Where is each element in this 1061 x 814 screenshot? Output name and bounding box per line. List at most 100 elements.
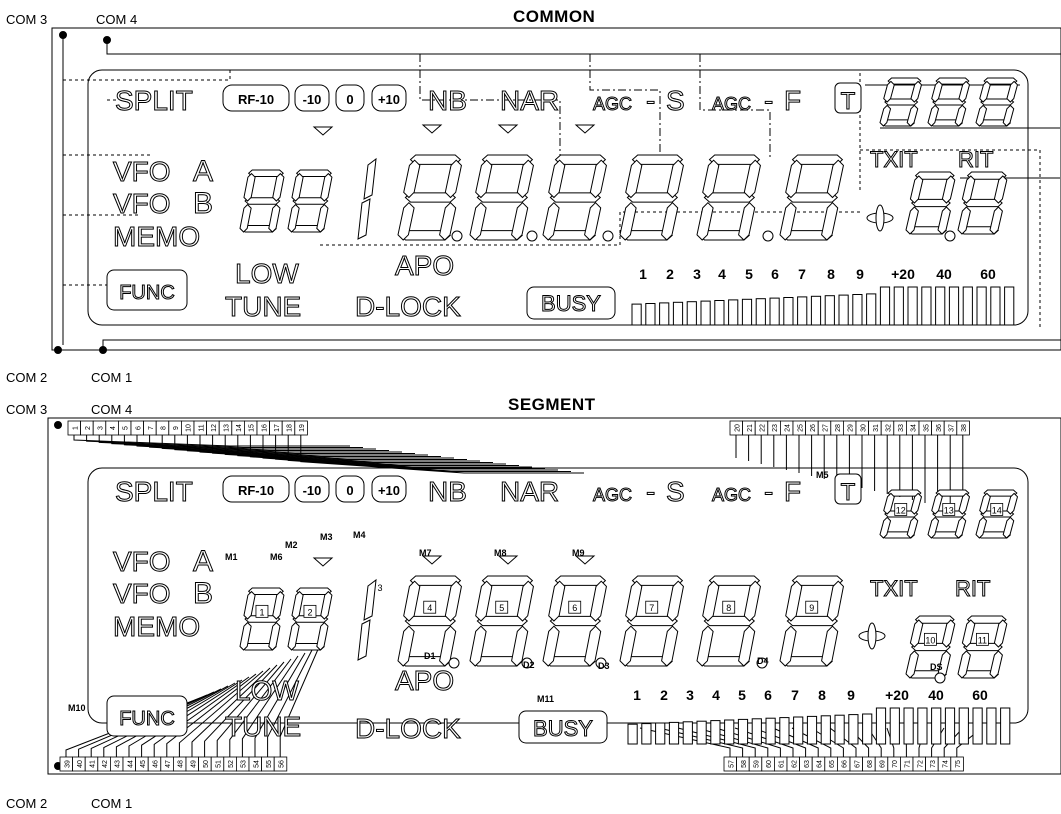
pin-bottom-label-47: 47 bbox=[165, 760, 172, 768]
pin-top-label-38: 38 bbox=[961, 424, 968, 432]
segment-com1-label: COM 1 bbox=[91, 796, 133, 811]
common-com4-bus bbox=[106, 40, 1061, 55]
common-rf-button-label-0: RF-10 bbox=[238, 92, 274, 107]
segment-meter-bar-18 bbox=[862, 713, 873, 745]
common-agc-f-dash: - bbox=[764, 85, 773, 116]
common-meter-bar-23 bbox=[935, 286, 946, 326]
segment-main-digit-5-seg-3 bbox=[702, 580, 720, 622]
segment-meter-scale-11: 60 bbox=[972, 687, 988, 703]
segment-busy-label: BUSY bbox=[533, 716, 593, 741]
common-small-digit-2-seg-5 bbox=[287, 203, 300, 233]
pin-top-label-24: 24 bbox=[785, 424, 792, 432]
marker-m3: M3 bbox=[320, 532, 333, 542]
common-small-digit-2-seg-6 bbox=[316, 203, 329, 233]
marker-m9: M9 bbox=[572, 548, 585, 558]
segment-com2-label: COM 2 bbox=[6, 796, 48, 811]
common-decimal-point-4 bbox=[762, 230, 774, 242]
common-meter-bar-14 bbox=[810, 295, 822, 326]
segment-small-digit-1: 1 bbox=[239, 587, 285, 651]
common-indicator-triangle-1 bbox=[312, 126, 334, 136]
pin-bottom-label-67: 67 bbox=[854, 760, 861, 768]
segment-meter-bar-5 bbox=[682, 721, 693, 745]
common-agc-f-suffix: F bbox=[784, 85, 801, 116]
pin-top-label-11: 11 bbox=[198, 424, 205, 431]
pin-top-label-6: 6 bbox=[135, 426, 142, 430]
common-busy-box bbox=[526, 286, 616, 320]
common-main-digit-1-seg-5 bbox=[397, 201, 415, 241]
common-small-digit-2-seg-4 bbox=[320, 172, 333, 202]
segment-txit-label: TXIT bbox=[870, 576, 918, 601]
common-meter-bar-17 bbox=[852, 294, 863, 326]
common-vfo-a-prefix: VFO bbox=[113, 156, 171, 187]
segment-main-digit-2: 5 bbox=[469, 575, 534, 667]
segment-main-digit-3-seg-5 bbox=[542, 625, 560, 667]
pin-top-label-19: 19 bbox=[299, 424, 306, 432]
segment-indicator-triangle-3 bbox=[497, 555, 519, 565]
common-meter-scale-3: 4 bbox=[718, 266, 726, 282]
segment-meter-bar-4 bbox=[668, 721, 680, 745]
segment-meter-bar-23 bbox=[931, 707, 942, 745]
segment-main-digit-5-seg-5 bbox=[696, 625, 714, 667]
segment-agc-s-dash: - bbox=[646, 476, 655, 507]
pin-top-label-34: 34 bbox=[911, 424, 918, 432]
segment-main-digit-1: 4 bbox=[397, 575, 462, 667]
segment-rit-digit-1-seg-3 bbox=[909, 619, 924, 648]
trace-top-left-3 bbox=[98, 435, 376, 450]
trace-top-left-19 bbox=[300, 435, 584, 474]
common-low-label: LOW bbox=[235, 258, 299, 289]
common-meter-bar-18 bbox=[866, 293, 877, 326]
common-nb-label: NB bbox=[428, 85, 467, 116]
pin-bottom-label-51: 51 bbox=[216, 760, 223, 768]
pin-bottom-label-49: 49 bbox=[190, 760, 197, 768]
trace-bottom-left-54 bbox=[254, 652, 306, 757]
segment-main-digit-1-seg-3 bbox=[403, 580, 421, 622]
segment-meter-scale-8: 9 bbox=[847, 687, 855, 703]
segment-rf-button-0 bbox=[222, 475, 290, 503]
segment-meter-scale-7: 8 bbox=[818, 687, 826, 703]
segment-rit-digit-1-seg-4 bbox=[941, 619, 956, 648]
segment-top-digit-3-seg-6 bbox=[1002, 516, 1015, 539]
common-main-digit-1-seg-3 bbox=[403, 159, 421, 199]
common-t-label: T bbox=[841, 88, 856, 115]
segment-meter-bar-22 bbox=[917, 707, 928, 745]
segment-main-digit-3-id: 6 bbox=[572, 603, 577, 613]
common-agc-s-prefix: AGC bbox=[593, 94, 632, 114]
pin-top-label-5: 5 bbox=[123, 426, 130, 430]
segment-small-digit-1-seg-6 bbox=[268, 621, 281, 651]
common-main-digit-4-seg-4 bbox=[666, 159, 684, 199]
common-meter-bar-19 bbox=[879, 286, 891, 326]
trace-bottom-left-44 bbox=[128, 682, 236, 757]
common-rit-digit-2-seg-6 bbox=[989, 206, 1003, 235]
segment-meter-bar-13 bbox=[793, 716, 804, 745]
trace-bottom-left-52 bbox=[229, 658, 292, 757]
common-nar-label: NAR bbox=[500, 85, 559, 116]
segment-main-digit-6-id-box bbox=[805, 600, 819, 614]
common-main-digit-2-seg-5 bbox=[469, 201, 487, 241]
common-top-digit-1-seg-5 bbox=[879, 104, 892, 127]
segment-meter-bar-8 bbox=[724, 719, 735, 745]
segment-main-digit-3-seg-3 bbox=[548, 580, 566, 622]
common-rf-button-3 bbox=[371, 84, 407, 112]
common-decimal-point-2 bbox=[526, 230, 538, 242]
segment-main-digit-5-seg-4 bbox=[743, 580, 761, 622]
common-main-digit-3 bbox=[542, 154, 607, 241]
segment-meter-scale-4: 5 bbox=[738, 687, 746, 703]
pin-top-label-10: 10 bbox=[186, 424, 193, 432]
segment-main-digit-6-id: 9 bbox=[809, 603, 814, 613]
pin-top-label-26: 26 bbox=[810, 424, 817, 432]
segment-top-digit-3-id: 14 bbox=[992, 505, 1002, 515]
common-meter-bar-28 bbox=[1004, 286, 1015, 326]
common-small-digit-1 bbox=[239, 169, 285, 233]
common-main-digit-2-seg-6 bbox=[511, 201, 529, 241]
trace-bottom-right-61 bbox=[715, 727, 781, 757]
segment-top-digit-2-seg-6 bbox=[954, 516, 967, 539]
common-meter-scale-4: 5 bbox=[745, 266, 753, 282]
common-agc-s-suffix: S bbox=[666, 85, 685, 116]
common-meter-scale-8: 9 bbox=[856, 266, 864, 282]
segment-main-digit-2-id-box bbox=[495, 600, 509, 614]
pin-bottom-label-43: 43 bbox=[115, 760, 122, 768]
common-small-digit-1-seg-5 bbox=[239, 203, 252, 233]
segment-small-digit-1-seg-3 bbox=[243, 590, 256, 620]
segment-main-digit-5: 8 bbox=[696, 575, 761, 667]
segment-main-digit-2-seg-3 bbox=[475, 580, 493, 622]
